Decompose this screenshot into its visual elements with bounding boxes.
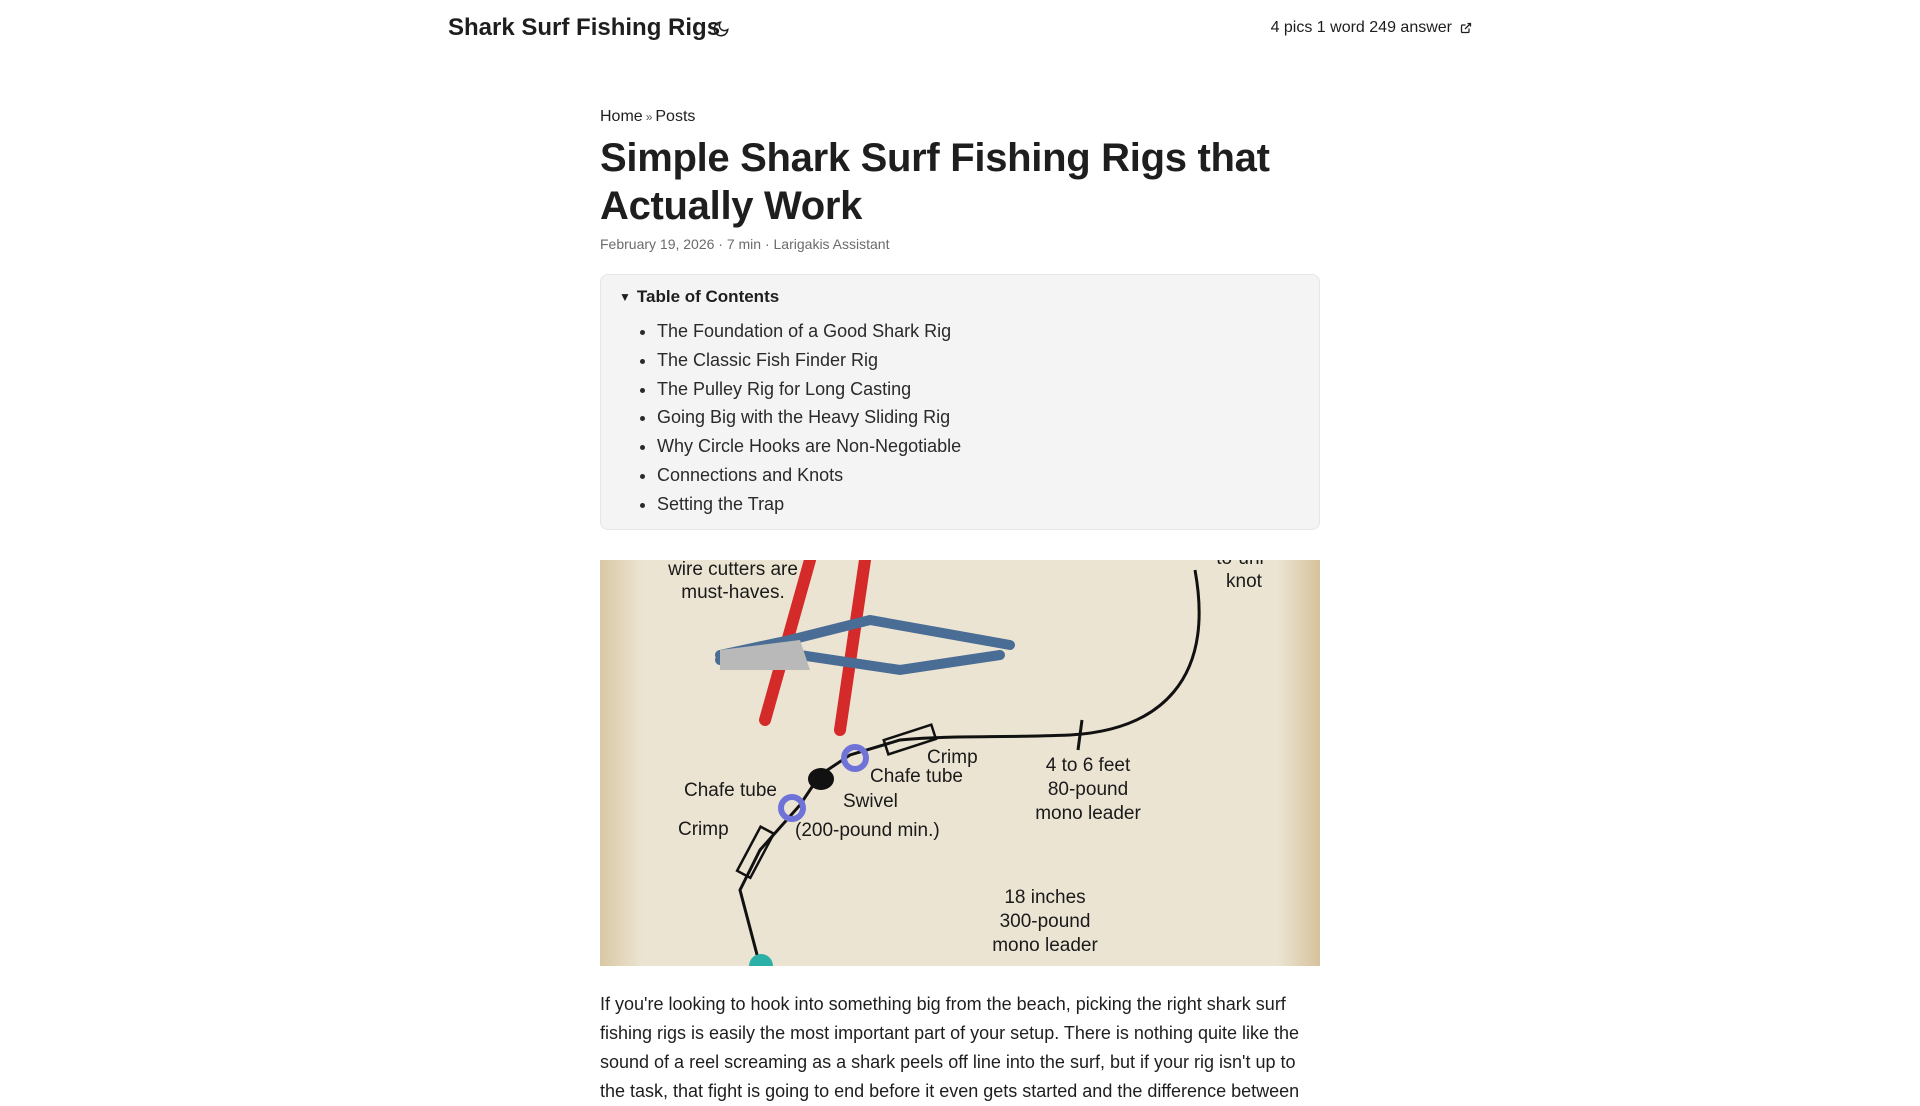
post-meta: February 19, 2026 · 7 min · Larigakis As… xyxy=(600,236,890,252)
breadcrumb-posts[interactable]: Posts xyxy=(655,108,696,125)
toc-link[interactable]: Setting the Trap xyxy=(657,493,785,514)
toc-link[interactable]: Going Big with the Heavy Sliding Rig xyxy=(657,407,951,428)
toc-item[interactable]: Why Circle Hooks are Non-Negotiable xyxy=(657,432,1301,461)
toc-toggle[interactable]: ▼ Table of Contents xyxy=(619,287,1301,307)
page-title: Simple Shark Surf Fishing Rigs that Actu… xyxy=(600,136,1270,228)
label-leader2-type: mono leader xyxy=(992,935,1098,956)
external-link-icon xyxy=(1460,22,1472,34)
label-leader1-length: 4 to 6 feet xyxy=(1046,755,1131,776)
external-link[interactable]: 4 pics 1 word 249 answer xyxy=(1271,19,1472,37)
label-crimp-right: Crimp xyxy=(927,747,978,768)
toc-link[interactable]: The Foundation of a Good Shark Rig xyxy=(657,321,952,341)
toc-item[interactable]: The Pulley Rig for Long Casting xyxy=(657,375,1301,404)
label-swivel-min: (200-pound min.) xyxy=(795,820,940,841)
toc-label: Table of Contents xyxy=(636,287,780,306)
breadcrumb: Home»Posts xyxy=(600,108,1320,126)
label-cutters-2: must-haves. xyxy=(681,582,784,603)
toc-item[interactable]: The Classic Fish Finder Rig xyxy=(657,346,1301,375)
swivel-shape xyxy=(808,768,834,790)
external-link-label: 4 pics 1 word 249 answer xyxy=(1270,19,1452,36)
toc-item[interactable]: Connections and Knots xyxy=(657,461,1301,490)
toc-item[interactable]: Going Big with the Heavy Sliding Rig xyxy=(657,403,1301,432)
toc-item[interactable]: Setting the Trap xyxy=(657,490,1301,519)
toc-list: The Foundation of a Good Shark Rig The C… xyxy=(619,317,1301,519)
label-chafe-left: Chafe tube xyxy=(684,780,777,801)
label-cutters-1: wire cutters are xyxy=(667,560,798,580)
leader-line xyxy=(738,569,1201,966)
label-leader1-type: mono leader xyxy=(1035,803,1141,824)
post-main: Home»Posts Simple Shark Surf Fishing Rig… xyxy=(600,108,1320,1106)
label-crimp-left: Crimp xyxy=(678,819,729,840)
label-leader2-length: 18 inches xyxy=(1004,887,1085,908)
toc-link[interactable]: The Pulley Rig for Long Casting xyxy=(657,378,912,399)
pliers-icon xyxy=(715,560,1015,736)
label-chafe-right: Chafe tube xyxy=(870,766,963,787)
label-leader2-weight: 300-pound xyxy=(1000,911,1091,932)
toc-link[interactable]: The Classic Fish Finder Rig xyxy=(657,349,879,370)
label-knot-1: to-uni xyxy=(1216,560,1264,569)
moon-icon[interactable] xyxy=(712,20,730,38)
breadcrumb-separator: » xyxy=(645,110,653,124)
site-header: Shark Surf Fishing Rigs 4 pics 1 word 24… xyxy=(0,0,1920,60)
toc-link[interactable]: Why Circle Hooks are Non-Negotiable xyxy=(657,436,962,457)
shark-rig-diagram-image: wire cutters are must-haves. to-uni knot… xyxy=(600,560,1320,966)
label-swivel: Swivel xyxy=(843,791,898,812)
label-leader1-weight: 80-pound xyxy=(1048,779,1128,800)
triangle-down-icon: ▼ xyxy=(619,290,631,304)
toc-link[interactable]: Connections and Knots xyxy=(657,464,844,485)
table-of-contents: ▼ Table of Contents The Foundation of a G… xyxy=(600,274,1320,530)
intro-paragraph: If you're looking to hook into something… xyxy=(600,994,1300,1101)
site-title-link[interactable]: Shark Surf Fishing Rigs xyxy=(448,14,721,41)
breadcrumb-home[interactable]: Home xyxy=(600,108,643,125)
toc-item[interactable]: The Foundation of a Good Shark Rig xyxy=(657,317,1301,346)
label-knot-2: knot xyxy=(1226,571,1263,592)
